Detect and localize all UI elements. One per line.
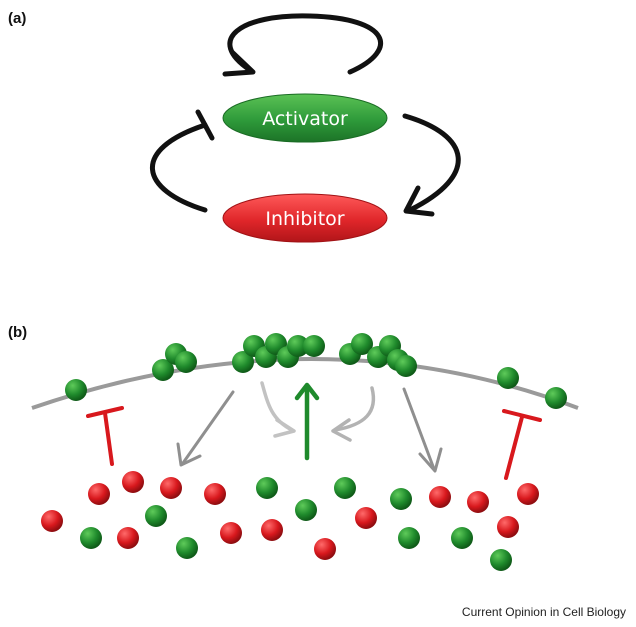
red-molecule xyxy=(314,538,336,560)
red-molecule xyxy=(41,510,63,532)
inhibitor-node: Inhibitor xyxy=(222,193,388,243)
credit-line: Current Opinion in Cell Biology xyxy=(461,605,626,619)
inhibition-arc xyxy=(150,122,208,213)
red-molecule xyxy=(467,491,489,513)
green-molecule xyxy=(497,367,519,389)
cytoplasmic-molecules xyxy=(41,471,539,571)
green-molecule xyxy=(395,355,417,377)
activation-arrow xyxy=(402,113,461,213)
release-arrow-right xyxy=(402,387,443,473)
green-molecule xyxy=(451,527,473,549)
inhibition-symbol-left xyxy=(86,406,124,466)
self-activation-arrowhead xyxy=(222,49,256,77)
red-molecule xyxy=(204,483,226,505)
red-molecule xyxy=(261,519,283,541)
green-molecule xyxy=(398,527,420,549)
activator-label: Activator xyxy=(262,108,348,130)
green-molecule xyxy=(65,379,87,401)
activator-node: Activator xyxy=(222,93,388,143)
green-molecule xyxy=(490,549,512,571)
red-molecule xyxy=(220,522,242,544)
green-molecule xyxy=(295,499,317,521)
inhibition-bar xyxy=(195,109,215,141)
green-molecule xyxy=(351,333,373,355)
red-molecule xyxy=(122,471,144,493)
green-molecule xyxy=(545,387,567,409)
recycle-arrow-right xyxy=(331,386,376,442)
green-molecule xyxy=(303,335,325,357)
self-activation-arrow xyxy=(227,13,383,75)
green-molecule xyxy=(390,488,412,510)
red-molecule xyxy=(517,483,539,505)
panel-b xyxy=(31,333,579,571)
green-molecule xyxy=(287,335,309,357)
panel-b-label: (b) xyxy=(8,324,28,341)
green-molecule xyxy=(334,477,356,499)
recruitment-arrow xyxy=(294,382,320,461)
red-molecule xyxy=(160,477,182,499)
red-molecule xyxy=(429,486,451,508)
green-molecule xyxy=(256,477,278,499)
inhibitor-label: Inhibitor xyxy=(265,208,344,230)
green-molecule xyxy=(145,505,167,527)
panel-a: Activator Inhibitor xyxy=(150,13,461,243)
green-molecule xyxy=(80,527,102,549)
recycle-arrow-left xyxy=(260,381,296,438)
green-molecule xyxy=(152,359,174,381)
green-molecule xyxy=(232,351,254,373)
red-molecule xyxy=(497,516,519,538)
green-molecule xyxy=(176,537,198,559)
inhibition-symbol-right xyxy=(502,409,542,480)
red-molecule xyxy=(355,507,377,529)
activation-arrowhead xyxy=(403,185,435,217)
membrane-activators xyxy=(65,333,567,409)
release-arrow-left xyxy=(176,390,235,467)
red-molecule xyxy=(117,527,139,549)
panel-a-label: (a) xyxy=(8,10,27,27)
red-molecule xyxy=(88,483,110,505)
green-molecule xyxy=(175,351,197,373)
